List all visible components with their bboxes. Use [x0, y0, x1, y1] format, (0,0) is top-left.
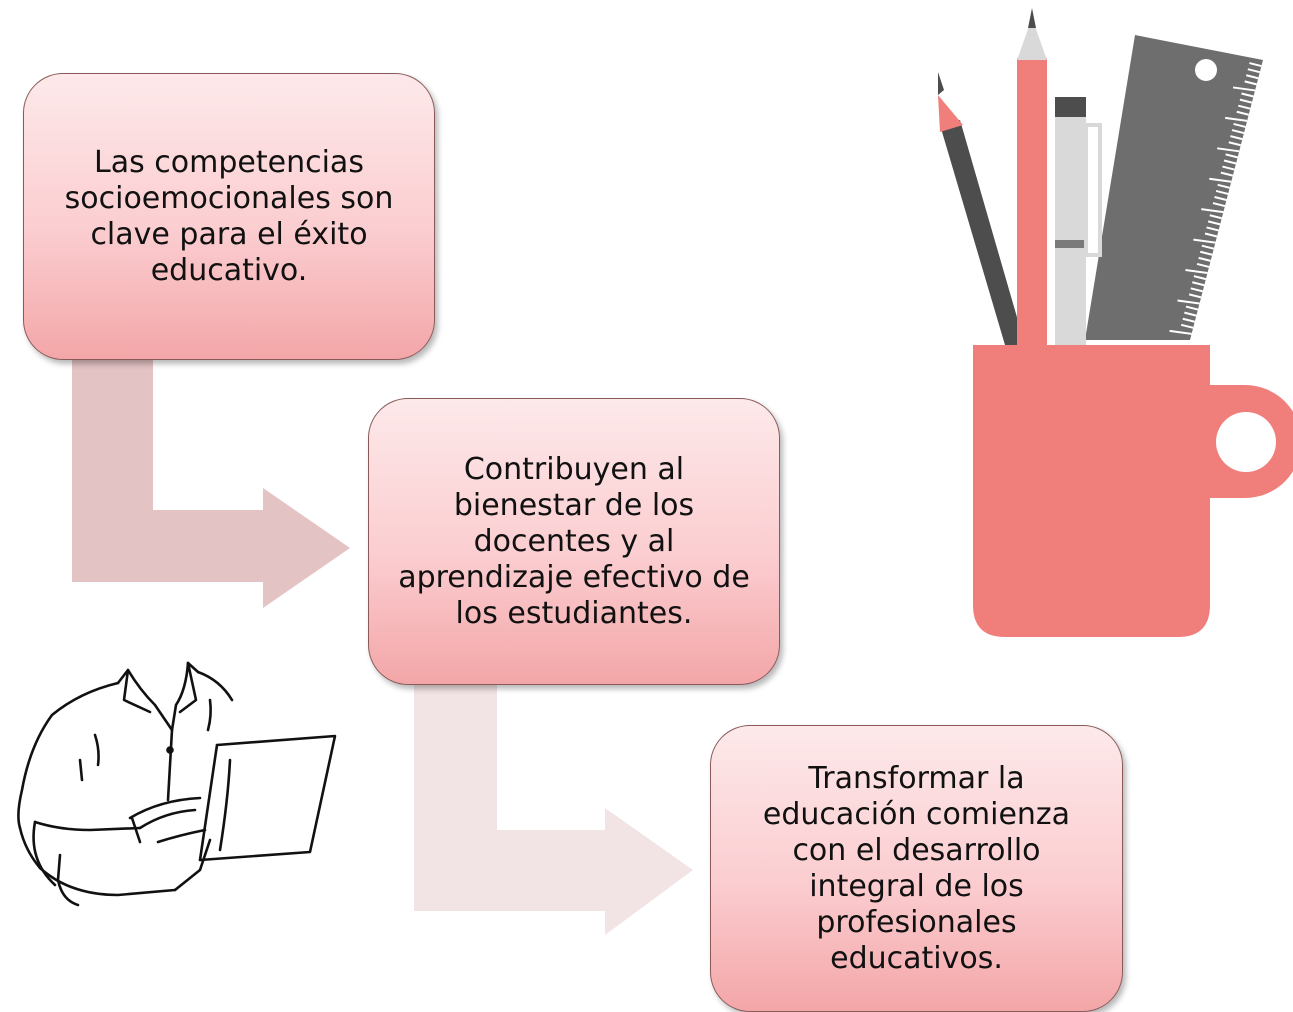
pen-icon — [1055, 97, 1102, 345]
step-box-3: Transformar la educación comienza con el… — [710, 725, 1123, 1012]
step-2-text: Contribuyen al bienestar de los docentes… — [398, 451, 750, 631]
bent-arrow-2 — [414, 685, 693, 935]
step-box-2: Contribuyen al bienestar de los docentes… — [368, 398, 780, 685]
step-3-text: Transformar la educación comienza con el… — [762, 760, 1071, 976]
cup-icon — [973, 345, 1293, 637]
ruler-icon — [1085, 35, 1263, 340]
bent-arrow-1 — [72, 360, 350, 608]
pink-pencil-icon — [1017, 8, 1047, 345]
step-1-text: Las competencias socioemocionales son cl… — [64, 144, 394, 288]
step-box-1: Las competencias socioemocionales son cl… — [23, 73, 435, 360]
dark-pencil-icon — [938, 72, 1025, 345]
